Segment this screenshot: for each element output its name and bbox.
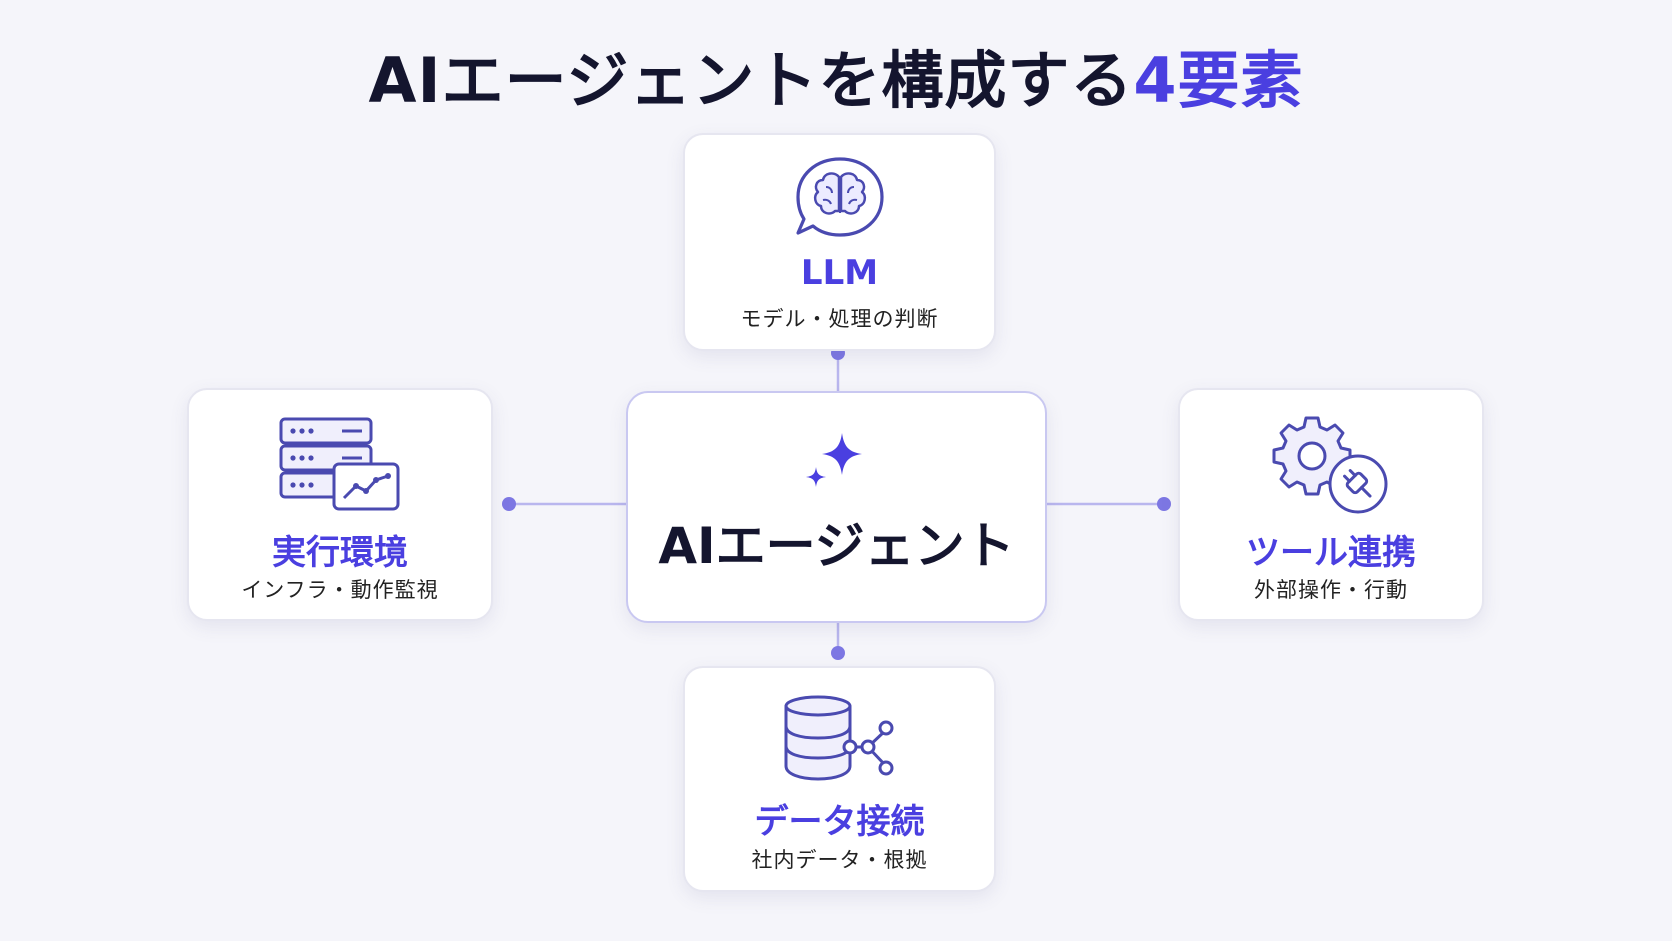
connector-dot-tool [1157,497,1171,511]
tool-integration-name: ツール連携 [1246,533,1416,573]
gear-plug-icon [1272,416,1390,522]
brain-chat-icon [790,155,890,245]
database-network-icon [780,694,900,788]
title-accent: 4要素 [1133,44,1304,117]
llm-name: LLM [800,253,879,293]
data-connection-name: データ接続 [754,802,925,842]
sparkle-icon [802,427,872,497]
card-tool-integration: ツール連携 外部操作・行動 [1178,388,1484,621]
llm-desc: モデル・処理の判断 [740,307,939,331]
card-data-connection: データ接続 社内データ・根拠 [683,666,996,892]
connector-dot-env [502,497,516,511]
card-execution-env: 実行環境 インフラ・動作監視 [187,388,493,621]
title-main: AIエージェントを構成する [368,44,1134,117]
card-llm: LLM モデル・処理の判断 [683,133,996,351]
execution-env-name: 実行環境 [272,533,408,573]
card-ai-agent: AIエージェント [626,391,1047,623]
ai-agent-label: AIエージェント [658,517,1015,575]
tool-integration-desc: 外部操作・行動 [1254,578,1408,602]
data-connection-desc: 社内データ・根拠 [751,848,928,872]
execution-env-desc: インフラ・動作監視 [241,578,439,602]
connector-dot-data [831,646,845,660]
page-title: AIエージェントを構成する4要素 [0,30,1672,120]
server-monitor-icon [278,416,402,516]
